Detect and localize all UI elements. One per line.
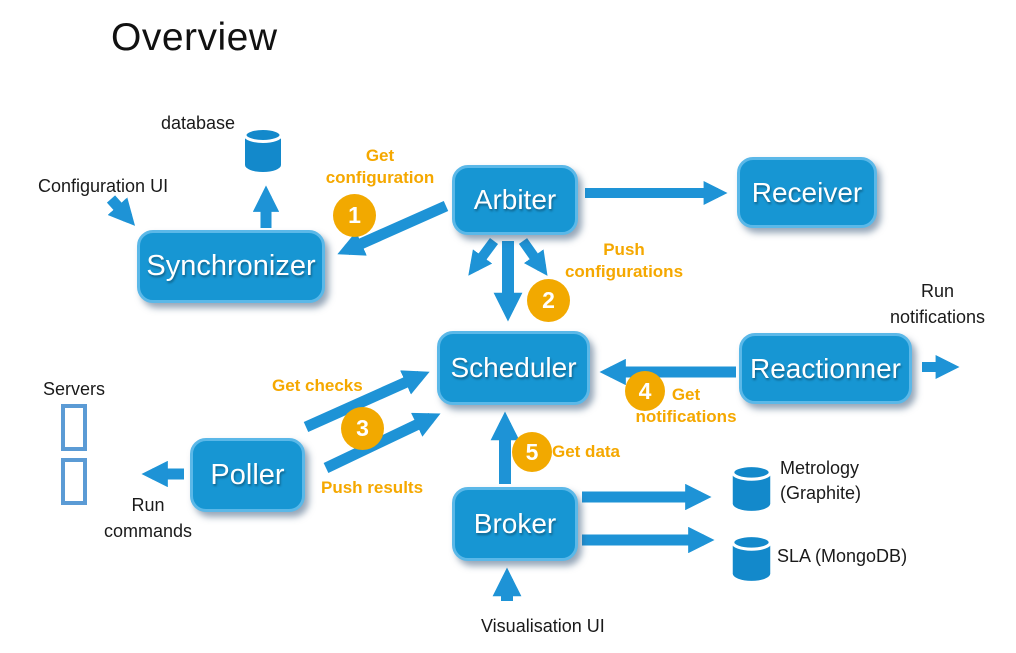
server-icon-2 — [61, 458, 87, 505]
node-arbiter: Arbiter — [452, 165, 578, 235]
step-4-number: 4 — [638, 377, 652, 404]
run-notifications-line1: Run — [920, 281, 955, 301]
flow-push-configurations-label: Push configurations — [558, 239, 690, 283]
run-commands-line2: commands — [103, 521, 193, 541]
node-poller-label: Poller — [210, 458, 285, 491]
flow-get-configuration-label: Get configuration — [320, 145, 440, 189]
node-synchronizer-label: Synchronizer — [146, 250, 316, 282]
metrology-line2: (Graphite) — [780, 483, 862, 503]
flow-get-configuration-line2: configuration — [325, 168, 435, 187]
node-arbiter-label: Arbiter — [473, 184, 557, 215]
arrow-arbiter-to-synchronizer — [337, 200, 449, 256]
node-scheduler: Scheduler — [437, 331, 590, 405]
step-2-number: 2 — [542, 287, 555, 313]
step-circle-3: 3 — [341, 407, 384, 450]
step-1-number: 1 — [348, 202, 361, 228]
flow-get-notifications-line1: Get — [671, 385, 701, 404]
metrology-cylinder-icon — [730, 463, 773, 518]
visualisation-ui-label: Visualisation UI — [481, 616, 605, 636]
servers-label: Servers — [43, 379, 106, 399]
run-notifications-line2: notifications — [889, 307, 986, 327]
arrow-poller-get-checks — [303, 370, 430, 433]
metrology-line1: Metrology — [780, 458, 860, 478]
node-reactionner: Reactionner — [739, 333, 912, 404]
flow-push-configurations-line1: Push — [603, 240, 645, 259]
flow-get-configuration-line1: Get — [365, 146, 395, 165]
database-cylinder-icon — [243, 126, 283, 179]
node-reactionner-label: Reactionner — [750, 352, 901, 384]
page-title: Overview — [111, 16, 278, 59]
node-poller: Poller — [190, 438, 305, 512]
node-broker: Broker — [452, 487, 578, 561]
run-commands-line1: Run — [131, 495, 165, 515]
step-circle-1: 1 — [333, 194, 376, 237]
node-receiver: Receiver — [737, 157, 877, 228]
server-icon-1 — [61, 404, 87, 451]
step-circle-5: 5 — [512, 432, 552, 472]
sla-cylinder-icon — [730, 533, 773, 588]
step-circle-2: 2 — [527, 279, 570, 322]
arrow-configui-to-synchronizer — [106, 195, 136, 226]
sla-label: SLA (MongoDB) — [777, 546, 908, 566]
flow-get-checks-label: Get checks — [272, 376, 363, 395]
flow-get-notifications-label: Get notifications — [630, 384, 742, 428]
arrow-poller-push-results — [323, 412, 441, 473]
node-receiver-label: Receiver — [751, 176, 863, 208]
database-label: database — [161, 113, 236, 133]
flow-get-data-label: Get data — [552, 442, 621, 461]
run-commands-label: Run commands — [96, 492, 200, 544]
node-broker-label: Broker — [473, 508, 557, 539]
run-notifications-label: Run notifications — [880, 278, 995, 330]
arrow-arbiter-fan-left — [468, 238, 499, 276]
step-circle-4: 4 — [625, 371, 665, 411]
flow-push-results-label: Push results — [321, 478, 424, 497]
flow-get-notifications-line2: notifications — [635, 407, 737, 426]
step-3-number: 3 — [356, 415, 369, 441]
node-scheduler-label: Scheduler — [450, 352, 577, 383]
step-5-number: 5 — [525, 438, 539, 465]
node-synchronizer: Synchronizer — [137, 230, 325, 303]
arrow-arbiter-fan-right — [518, 238, 548, 276]
flow-push-configurations-line2: configurations — [564, 262, 684, 281]
configuration-ui-label: Configuration UI — [38, 176, 169, 196]
metrology-label: Metrology (Graphite) — [780, 456, 861, 506]
